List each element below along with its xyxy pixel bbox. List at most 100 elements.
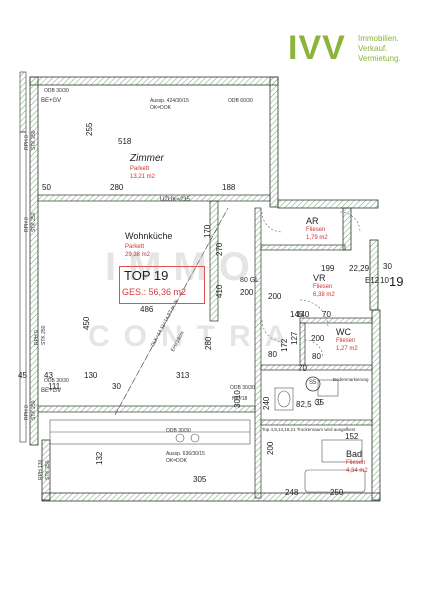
unit-total-area: GES.: 56,36 m2 [122,287,187,297]
dimension-label: 80 [312,352,321,361]
dimension-label: 127 [290,331,299,345]
note-rph-2: RPH 0 [24,135,30,150]
dimension-label: 280 [110,183,124,192]
note-stk-5: STK 250 [45,460,51,480]
dimension-label: E12 [365,276,380,285]
dimension-label: 30 [112,382,121,391]
note-gl: 80 GL [240,277,260,284]
dimension-label: 130 [84,371,98,380]
ivv-logo: IVV Immobilien. Verkauf. Vermietung. [288,30,418,70]
room-zimmer-name: Zimmer [130,153,164,164]
note-odb-4: ODB 30/30 [230,385,255,391]
door-swings [261,211,361,359]
note-rph-4: RPH 0 [24,405,30,420]
note-odb-3: ODB 30/30 [44,378,69,384]
unit-label-box: TOP 19 GES.: 56,36 m2 [119,266,205,304]
room-bad-area: 4,34 m2 [346,468,368,474]
note-ok-dok-2: OK=DOK [166,458,187,464]
dimension-label: 486 [140,305,154,314]
interior-walls [37,194,373,499]
dimension-label: 200 [268,292,282,301]
note-top: Top 4,9,14,19,21 Trockenraum wird ausgef… [262,427,356,432]
dimension-label: 80 [268,350,277,359]
dimension-label: 111 [48,382,61,391]
dimension-label: 255 [85,122,94,136]
note-ausspar-2: Aussp. 636/30/15 [166,451,205,457]
room-wohnkueche-floor: Parkett [125,244,145,250]
note-bodenmarkierung: Bodenmarkierung [333,377,369,382]
note-odb-1: ODB 30/30 [44,88,69,94]
dimension-label: 70 [298,364,307,373]
room-bad-floor: Fliesen [346,460,366,466]
dimension-label: 70 [322,310,331,319]
room-zimmer-area: 13,21 m2 [130,174,156,180]
room-ar-area: 1,79 m2 [306,235,328,241]
room-wohnkueche-name: Wohnküche [125,231,173,241]
dimension-label: 450 [82,316,91,330]
note-rph-5: RPH 130 [38,459,44,480]
logo-tagline-line-2: Verkauf. [358,44,388,53]
watermark-line-2: CONTRA [88,320,301,353]
note-uzuk: UZUK=235 [160,197,190,203]
dimension-label: 45 [18,371,27,380]
room-ar-name: AR [306,216,319,226]
fixtures [49,379,366,493]
dimension-label: 313 [176,371,190,380]
room-wc-floor: Fliesen [336,338,356,344]
note-stk-1: STK 250 [31,212,37,232]
note-rph-3: RPH 0 [34,330,40,345]
dimension-label: 200 [240,288,254,297]
s5-marker [305,376,321,392]
dimension-label: 82,5 [296,400,312,409]
dimension-label: 305 [193,475,207,484]
note-odb-5: ODB 30/30 [166,428,191,434]
logo-tagline: Immobilien. Verkauf. Vermietung. [358,34,401,64]
dimension-label: 200 [266,441,275,455]
note-be-gv-1: BE+GV [41,98,62,104]
dimension-label: 200 [311,334,325,343]
note-stk-2: STK 250 [31,130,37,150]
room-wc-area: 1,27 m2 [336,346,358,352]
dimension-label: 240 [262,396,271,410]
dimension-label: 188 [222,183,236,192]
dimension-label: 3010 [233,390,242,408]
dimension-label: 172 [280,338,289,352]
dimension-label: 132 [95,451,104,465]
dimension-label: 518 [118,137,132,146]
dimension-label: 152 [345,432,359,441]
dimension-label: 50 [42,183,51,192]
note-ok-dok-1: OK=DOK [150,105,171,111]
room-vr-area: 6,38 m2 [313,292,335,298]
room-zimmer-floor: Parkett [130,166,150,172]
note-stk-4: STK 250 [31,400,37,420]
dimension-label: 410 [215,284,224,298]
dimension-label: 199 [321,264,335,273]
watermark-line-1: IMMO [105,245,262,289]
note-s5: S5 [309,380,317,386]
dimension-label: 30 [383,262,392,271]
logo-tagline-line-3: Vermietung. [358,54,401,63]
logo-mark: IVV [288,29,346,67]
room-wohnkueche-area: 29,38 m2 [125,252,151,258]
dimension-label: 248 [285,488,299,497]
room-vr-floor: Fliesen [313,284,333,290]
note-rph-1: RPH 0 [24,217,30,232]
note-ausspar-1: Aussp. 424/30/15 [150,98,189,104]
dimension-label: 270 [215,242,224,256]
exterior-walls [19,71,381,502]
dimension-label: 280 [204,336,213,350]
note-stk-3: STK 250 [41,325,47,345]
room-ar-floor: Fliesen [306,227,326,233]
room-wc-name: WC [336,327,351,337]
dimension-label: 43 [44,371,53,380]
note-nk: NK#18 [232,396,248,402]
dimension-label: 145 [290,310,304,319]
unit-title: TOP 19 [124,268,169,283]
room-vr-name: VR [313,273,326,283]
dimension-label: 22,29 [349,264,370,273]
note-be-gv-2: BE+GV [41,388,62,394]
note-odb-2: ODB 60/30 [228,98,253,104]
room-bad-name: Bad [346,449,363,459]
unit-side-label: 19 [389,274,404,289]
